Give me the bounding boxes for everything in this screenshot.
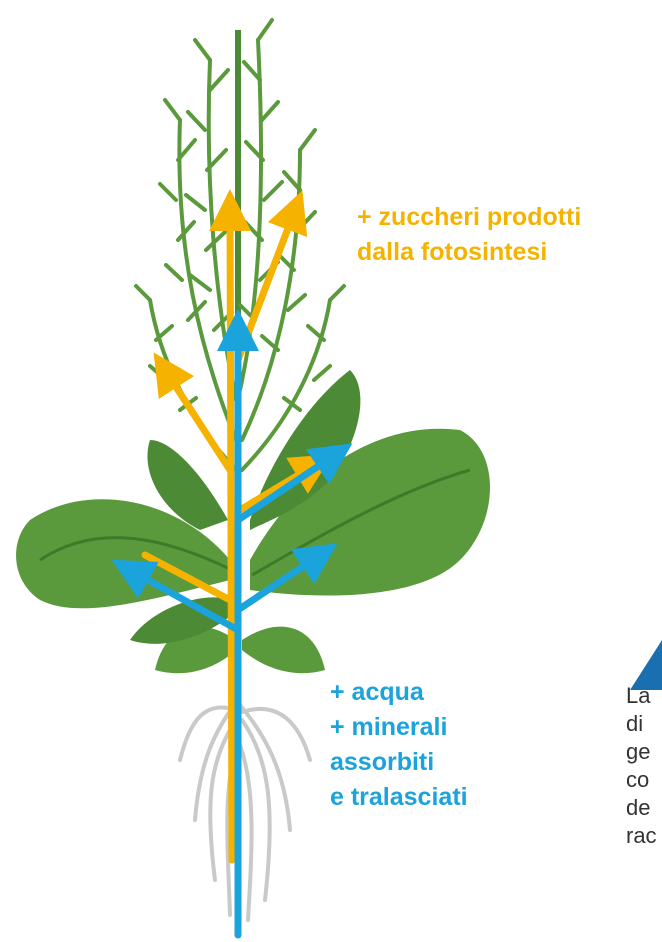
sugar-arrow-main: [230, 210, 232, 860]
sugars-label: + zuccheri prodotti dalla fotosintesi: [357, 200, 581, 270]
water-label-line-2: + minerali: [330, 710, 468, 745]
side-text-line-2: di: [626, 710, 657, 738]
sugars-label-line-1: + zuccheri prodotti: [357, 200, 581, 235]
water-label-line-4: e tralasciati: [330, 780, 468, 815]
side-text-line-3: ge: [626, 738, 657, 766]
roots: [180, 690, 310, 930]
water-label-line-3: assorbiti: [330, 745, 468, 780]
side-text-line-1: La: [626, 682, 657, 710]
side-text-line-5: de: [626, 794, 657, 822]
side-text-line-6: rac: [626, 822, 657, 850]
side-text-fragment: La di ge co de rac: [626, 682, 657, 850]
side-text-line-4: co: [626, 766, 657, 794]
sugars-label-line-2: dalla fotosintesi: [357, 235, 581, 270]
water-label-line-1: + acqua: [330, 675, 468, 710]
water-label: + acqua + minerali assorbiti e tralascia…: [330, 675, 468, 815]
